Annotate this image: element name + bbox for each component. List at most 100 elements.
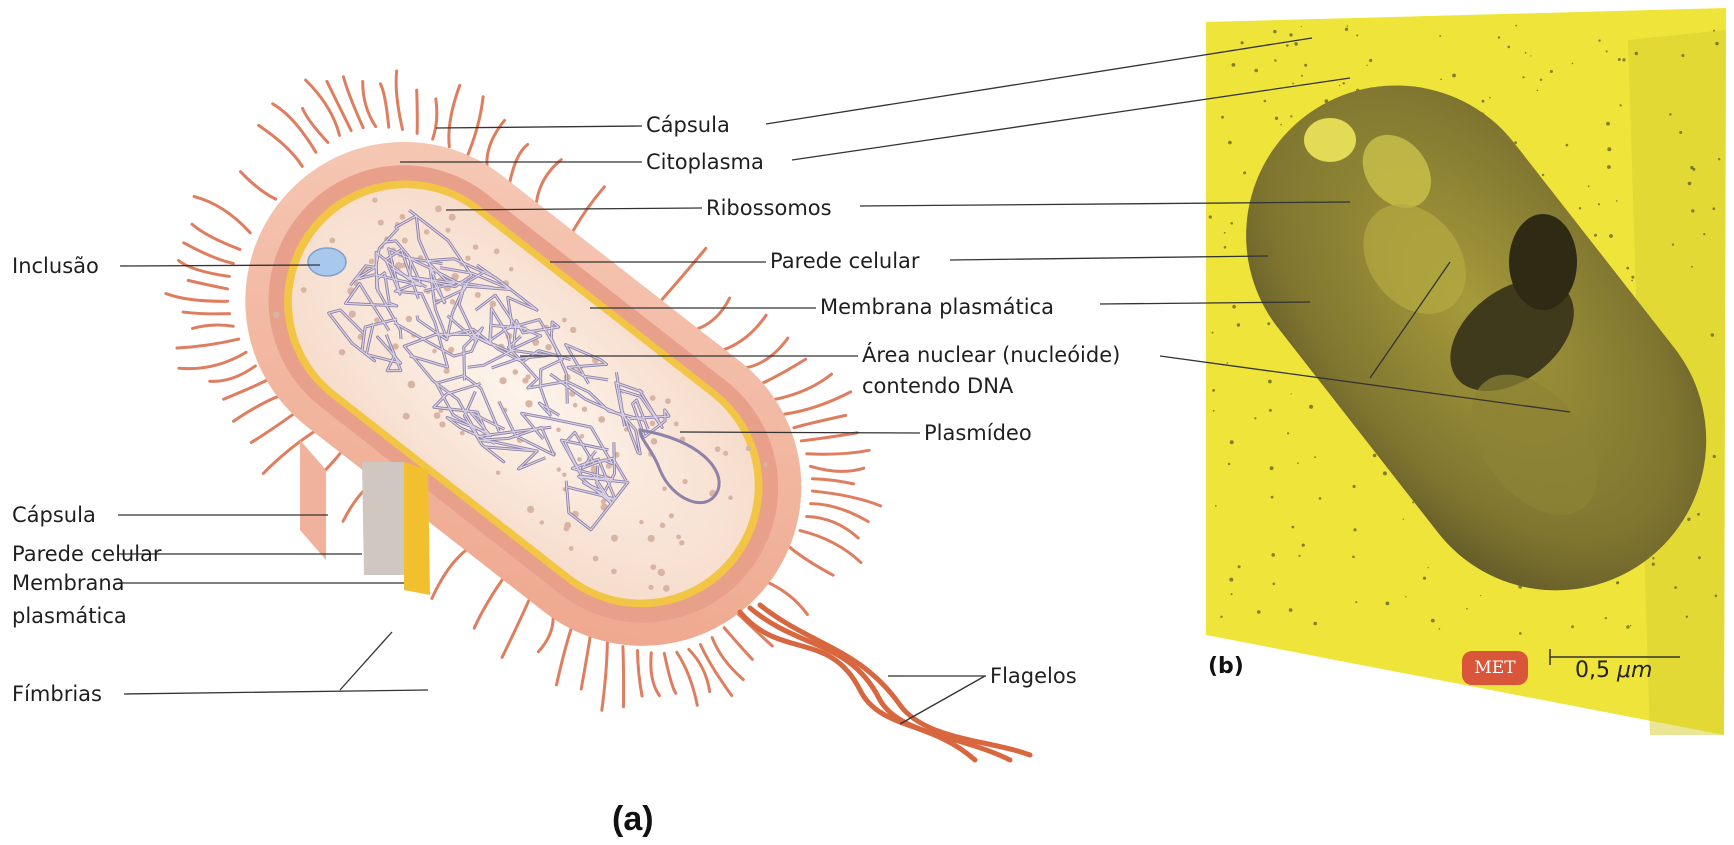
ribosome xyxy=(330,238,336,244)
speck xyxy=(1274,59,1276,61)
speck xyxy=(1352,556,1355,559)
fimbria xyxy=(273,104,316,152)
label-plasma-membrane-left: Membrana xyxy=(12,570,125,596)
speck xyxy=(1257,610,1261,614)
fimbria xyxy=(677,652,697,705)
fimbria xyxy=(192,224,240,249)
ribosome xyxy=(580,434,585,439)
ribosome xyxy=(650,395,656,401)
speck xyxy=(1423,577,1426,580)
speck xyxy=(1519,632,1522,635)
ribosome xyxy=(570,327,576,333)
speck xyxy=(1213,410,1215,412)
ribosome xyxy=(557,467,561,471)
ribosome xyxy=(273,312,279,318)
label-cytoplasm: Citoplasma xyxy=(646,149,764,175)
fimbria xyxy=(701,645,732,696)
speck xyxy=(1631,280,1633,282)
flagella xyxy=(740,605,1030,760)
speck xyxy=(1271,553,1275,557)
fimbria xyxy=(194,197,250,233)
label-nuclear-area: Área nuclear (nucleóide) xyxy=(862,342,1120,368)
fimbria xyxy=(801,433,857,441)
ribosome xyxy=(556,428,561,433)
fimbria xyxy=(210,366,256,381)
speck xyxy=(1270,466,1274,470)
speck xyxy=(1292,83,1294,85)
speck xyxy=(1542,174,1544,176)
speck xyxy=(1254,69,1258,73)
ribosome xyxy=(527,506,534,513)
speck xyxy=(1626,267,1629,270)
ribosome xyxy=(369,259,375,265)
speck xyxy=(1609,234,1613,238)
micrograph-panel xyxy=(1186,8,1734,735)
speck xyxy=(1238,565,1241,568)
speck xyxy=(1230,222,1233,225)
micrograph-dark-granule xyxy=(1509,214,1577,310)
ribosome xyxy=(662,486,667,491)
speck xyxy=(1594,234,1597,237)
capsule-cut-edge xyxy=(300,440,326,560)
fimbria xyxy=(651,653,660,696)
ribosome xyxy=(573,403,578,408)
speck xyxy=(1606,50,1608,52)
speck xyxy=(1431,619,1435,623)
speck xyxy=(1289,33,1292,36)
speck xyxy=(1672,244,1674,246)
speck xyxy=(1224,246,1227,249)
scale-unit: μm xyxy=(1617,658,1652,683)
speck xyxy=(1616,200,1618,202)
scale-value: 0,5 xyxy=(1575,658,1610,683)
speck xyxy=(1631,276,1634,279)
label-plasma-membrane-top: Membrana plasmática xyxy=(820,294,1054,320)
fimbria xyxy=(637,651,642,696)
fimbria xyxy=(760,359,806,384)
speck xyxy=(1343,82,1345,84)
ribosome xyxy=(349,311,356,318)
speck xyxy=(1273,30,1276,33)
ribosome xyxy=(473,244,479,250)
speck xyxy=(1268,380,1272,384)
speck xyxy=(1718,158,1720,160)
fimbria xyxy=(510,144,528,182)
fimbria xyxy=(259,125,303,166)
speck xyxy=(1286,44,1289,47)
speck xyxy=(1302,544,1305,547)
speck xyxy=(1439,628,1441,630)
ribosome xyxy=(569,546,574,551)
speck xyxy=(1713,30,1715,32)
fimbria xyxy=(698,298,729,328)
speck xyxy=(1566,144,1569,147)
fimbria xyxy=(794,415,846,427)
ribosome xyxy=(435,205,442,212)
ribosome xyxy=(639,520,643,524)
speck xyxy=(1403,519,1404,520)
speck xyxy=(1280,124,1282,126)
speck xyxy=(1428,567,1429,568)
panel-label-a: (a) xyxy=(612,800,654,839)
fimbria xyxy=(812,479,853,484)
speck xyxy=(1289,608,1293,612)
speck xyxy=(1243,171,1246,174)
label-flagella: Flagelos xyxy=(990,663,1077,689)
label-inclusion: Inclusão xyxy=(12,253,99,279)
ribosome xyxy=(406,316,412,322)
ribosome xyxy=(525,400,532,407)
speck xyxy=(1412,502,1414,504)
speck xyxy=(1669,113,1671,115)
fimbria xyxy=(764,581,807,615)
speck xyxy=(1271,496,1274,499)
fimbria xyxy=(193,325,234,328)
speck xyxy=(1691,266,1693,268)
speck xyxy=(1386,602,1390,606)
fimbria xyxy=(467,97,483,156)
ribosome xyxy=(522,378,528,384)
fimbria xyxy=(581,633,591,689)
speck xyxy=(1273,583,1276,586)
speck xyxy=(1537,90,1539,92)
speck xyxy=(1355,601,1357,603)
speck xyxy=(1353,528,1356,531)
ribosome xyxy=(683,479,688,484)
speck xyxy=(1681,54,1684,57)
